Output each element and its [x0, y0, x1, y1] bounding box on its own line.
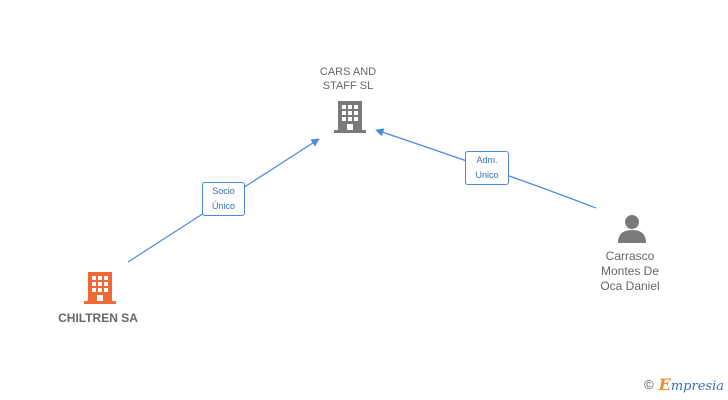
edge-label-adm-unico[interactable]: Adm. Unico [465, 151, 509, 185]
building-icon[interactable] [84, 270, 116, 306]
empresia-logo: Empresia [658, 375, 724, 394]
node-label-chiltren[interactable]: CHILTREN SA [58, 311, 138, 325]
building-icon[interactable] [334, 99, 366, 135]
empresia-watermark: © Empresia [644, 375, 724, 394]
node-label-cars-and-staff[interactable]: CARS AND STAFF SL [319, 66, 377, 92]
node-label-carrasco[interactable]: Carrasco Montes De Oca Daniel [600, 249, 660, 293]
edge-label-socio-unico[interactable]: Socio Único [202, 182, 245, 216]
copyright-icon: © [644, 377, 654, 392]
person-icon[interactable] [616, 212, 648, 244]
